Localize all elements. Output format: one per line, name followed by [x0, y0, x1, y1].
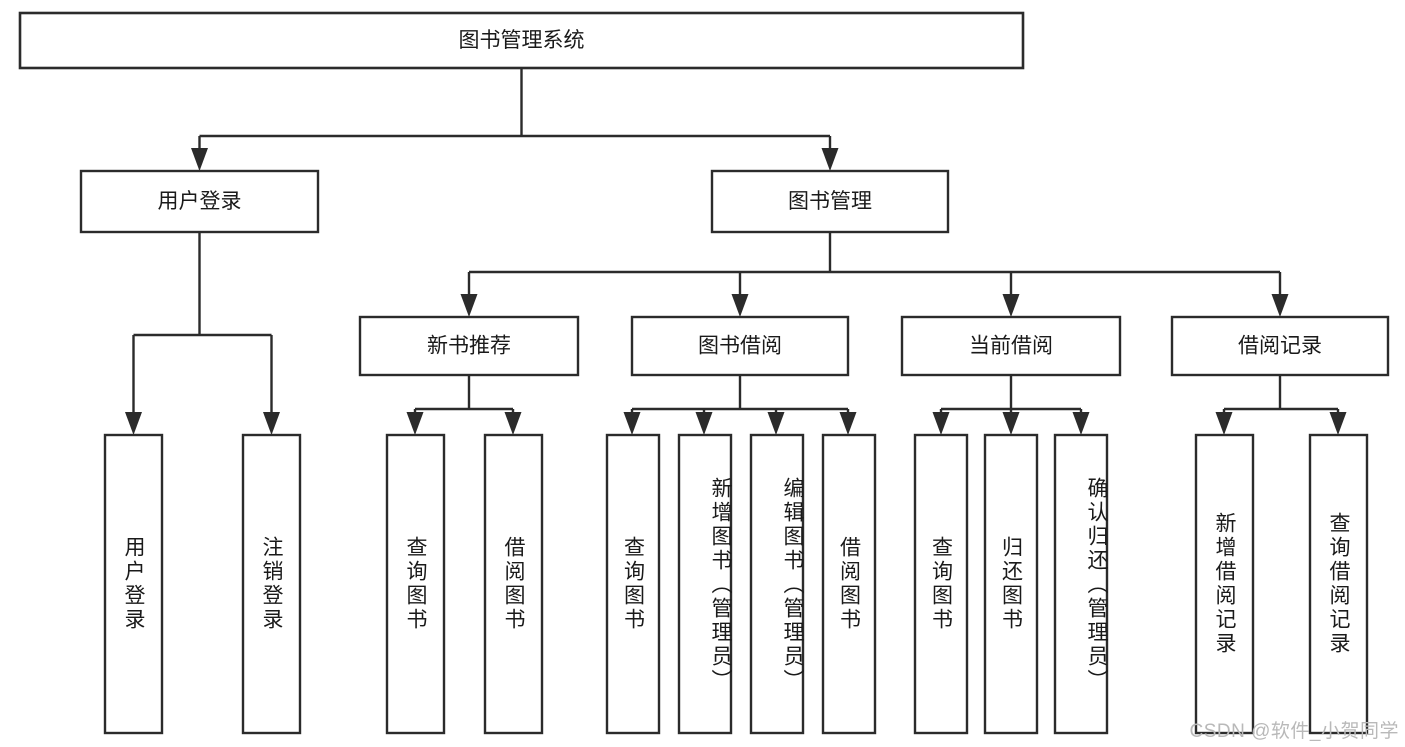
node-book-manage-label: 图书管理: [788, 190, 872, 213]
node-borrow-record-label: 借阅记录: [1238, 335, 1322, 358]
connector-root-to-level2: [191, 68, 839, 171]
node-user-login-label: 用户登录: [158, 190, 242, 213]
connector-book-manage-to-level3: [460, 232, 1289, 317]
node-new-book-rec[interactable]: 新书推荐: [358, 315, 580, 377]
node-root-system[interactable]: 图书管理系统: [18, 11, 1025, 70]
connector-book-borrow-to-leaves: [623, 375, 857, 435]
node-leaf-confirm-return[interactable]: [1053, 433, 1109, 735]
node-leaf-add-book[interactable]: [677, 433, 733, 735]
node-leaf-borrow-book-1[interactable]: [483, 433, 544, 735]
connector-borrow-record-to-leaves: [1215, 375, 1347, 435]
node-root-system-label: 图书管理系统: [459, 29, 585, 52]
node-book-borrow[interactable]: 图书借阅: [630, 315, 850, 377]
node-leaf-user-login[interactable]: [103, 433, 164, 735]
node-borrow-record[interactable]: 借阅记录: [1170, 315, 1390, 377]
node-leaf-query-book-3[interactable]: [913, 433, 969, 735]
connector-current-borrow-to-leaves: [932, 375, 1090, 435]
node-leaf-add-record[interactable]: [1194, 433, 1255, 735]
node-user-login[interactable]: 用户登录: [79, 169, 320, 234]
node-leaf-query-book-1[interactable]: [385, 433, 446, 735]
node-leaf-return-book[interactable]: [983, 433, 1039, 735]
node-book-manage[interactable]: 图书管理: [710, 169, 950, 234]
node-leaf-edit-book[interactable]: [749, 433, 805, 735]
csdn-watermark: CSDN @软件_小贺同学: [1189, 721, 1399, 742]
node-leaf-logout[interactable]: [241, 433, 302, 735]
arrow-head-book-manage: [821, 148, 839, 171]
node-leaf-query-record[interactable]: [1308, 433, 1369, 735]
arrow-head-user-login: [191, 148, 208, 171]
node-leaf-query-book-2[interactable]: [605, 433, 661, 735]
node-book-borrow-label: 图书借阅: [698, 335, 782, 358]
connector-user-login-to-leaves: [125, 232, 280, 435]
node-new-book-rec-label: 新书推荐: [427, 335, 511, 358]
node-leaf-borrow-book-2[interactable]: [821, 433, 877, 735]
node-current-borrow-label: 当前借阅: [969, 335, 1053, 358]
connector-new-book-rec-to-leaves: [406, 375, 522, 435]
node-current-borrow[interactable]: 当前借阅: [900, 315, 1122, 377]
